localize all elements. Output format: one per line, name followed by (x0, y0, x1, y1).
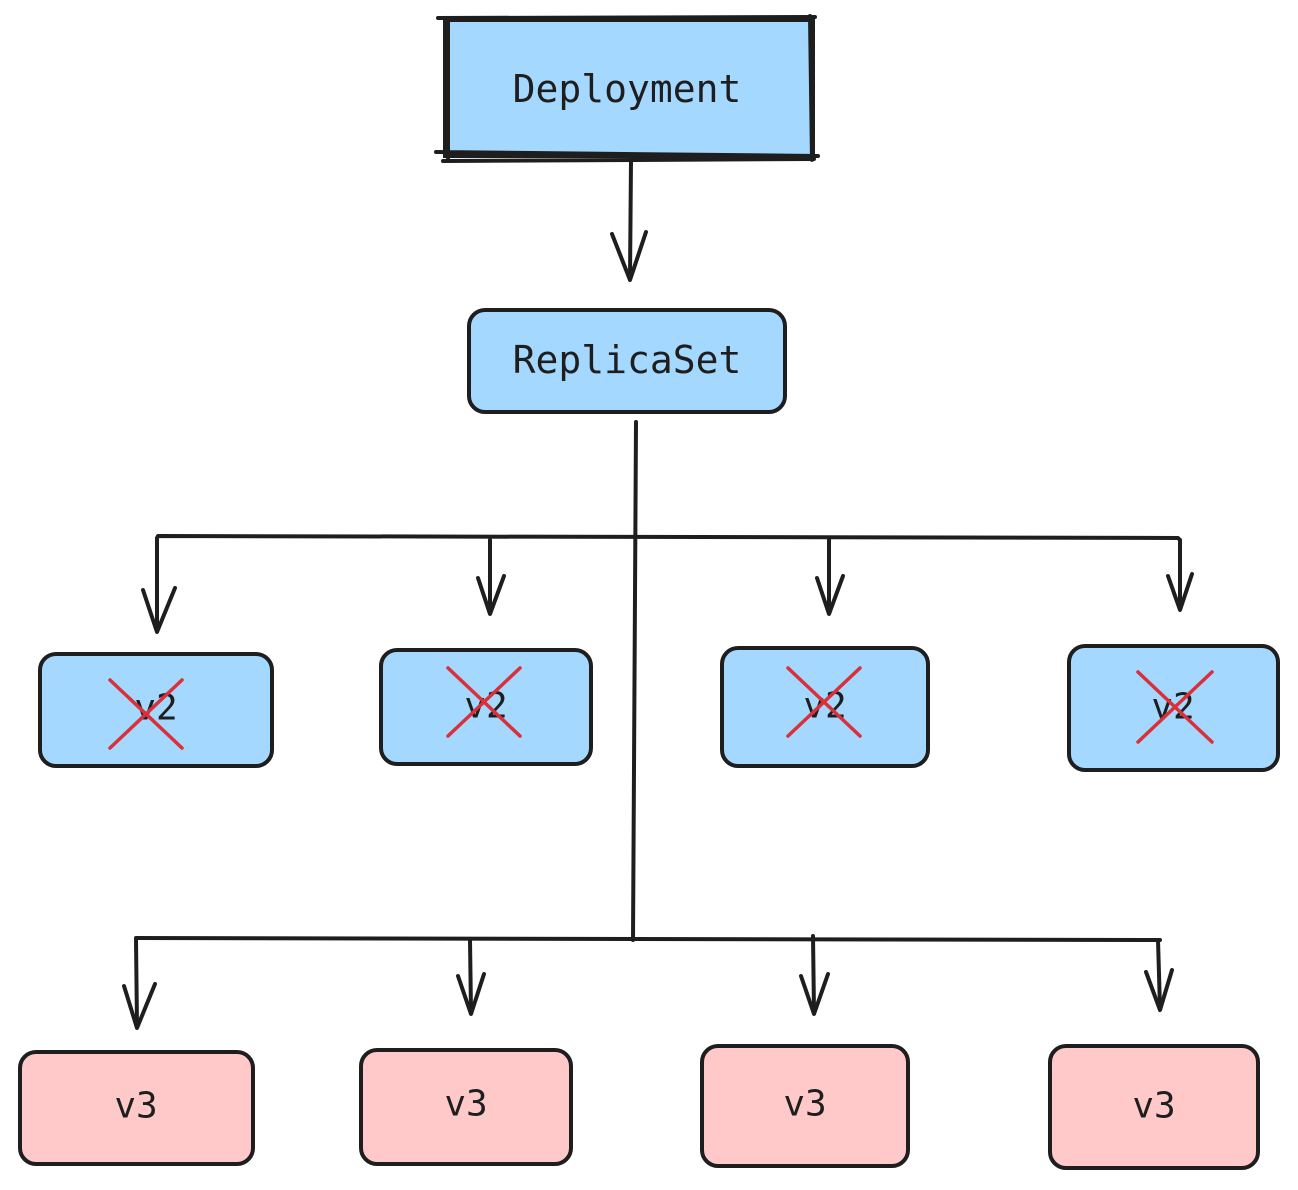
replicaset-node: ReplicaSet (467, 308, 787, 414)
arrowhead-v3-1 (122, 982, 157, 1030)
v2-branch-line (155, 534, 1182, 542)
new-pod-box (18, 1050, 255, 1166)
arrowhead-v3-2 (456, 972, 486, 1016)
old-pod-box (720, 646, 930, 768)
arrow-to-v3-2 (468, 938, 473, 1014)
arrowhead-v3-4 (1144, 968, 1174, 1012)
new-pod-box (700, 1044, 910, 1168)
deleted-cross-icon (446, 666, 522, 738)
new-pod-label: v3 (783, 1084, 826, 1125)
old-pod-label: v2 (803, 686, 846, 727)
arrowhead-v2-4 (1166, 572, 1194, 612)
new-pod-box (1048, 1044, 1260, 1170)
arrowhead-v2-3 (815, 574, 845, 616)
replicaset-trunk-line (631, 420, 638, 942)
replicaset-label: ReplicaSet (513, 338, 742, 382)
new-pod-4: v3 (1048, 1044, 1260, 1170)
deployment-sketch-border (434, 14, 820, 163)
old-pod-1: v2 (38, 652, 274, 768)
replicaset-box (467, 308, 787, 414)
new-pod-label: v3 (114, 1086, 157, 1127)
new-pod-box (359, 1048, 573, 1166)
old-pod-box (38, 652, 274, 768)
new-pod-label: v3 (444, 1084, 487, 1125)
deployment-box (443, 18, 815, 158)
arrow-to-v3-3 (811, 934, 816, 1014)
arrowhead-replicaset (610, 230, 648, 282)
deleted-cross-icon (108, 678, 184, 750)
v3-branch-line (134, 936, 1162, 942)
new-pod-2: v3 (359, 1048, 573, 1166)
new-pod-3: v3 (700, 1044, 910, 1168)
arrow-to-v3-1 (134, 938, 139, 1028)
arrowhead-v2-1 (141, 586, 177, 634)
old-pod-3: v2 (720, 646, 930, 768)
old-pod-2: v2 (379, 648, 593, 766)
arrow-to-v3-4 (1156, 938, 1162, 1010)
deployment-label: Deployment (513, 67, 742, 111)
arrow-deployment-to-replicaset (628, 158, 633, 280)
new-pod-label: v3 (1132, 1086, 1175, 1127)
arrowhead-v3-3 (799, 972, 830, 1016)
deleted-cross-icon (1136, 670, 1214, 744)
new-pod-1: v3 (18, 1050, 255, 1166)
old-pod-box (379, 648, 593, 766)
old-pod-4: v2 (1067, 644, 1280, 772)
deleted-cross-icon (786, 666, 862, 738)
deployment-node: Deployment (434, 14, 820, 163)
arrowhead-v2-2 (476, 574, 506, 616)
